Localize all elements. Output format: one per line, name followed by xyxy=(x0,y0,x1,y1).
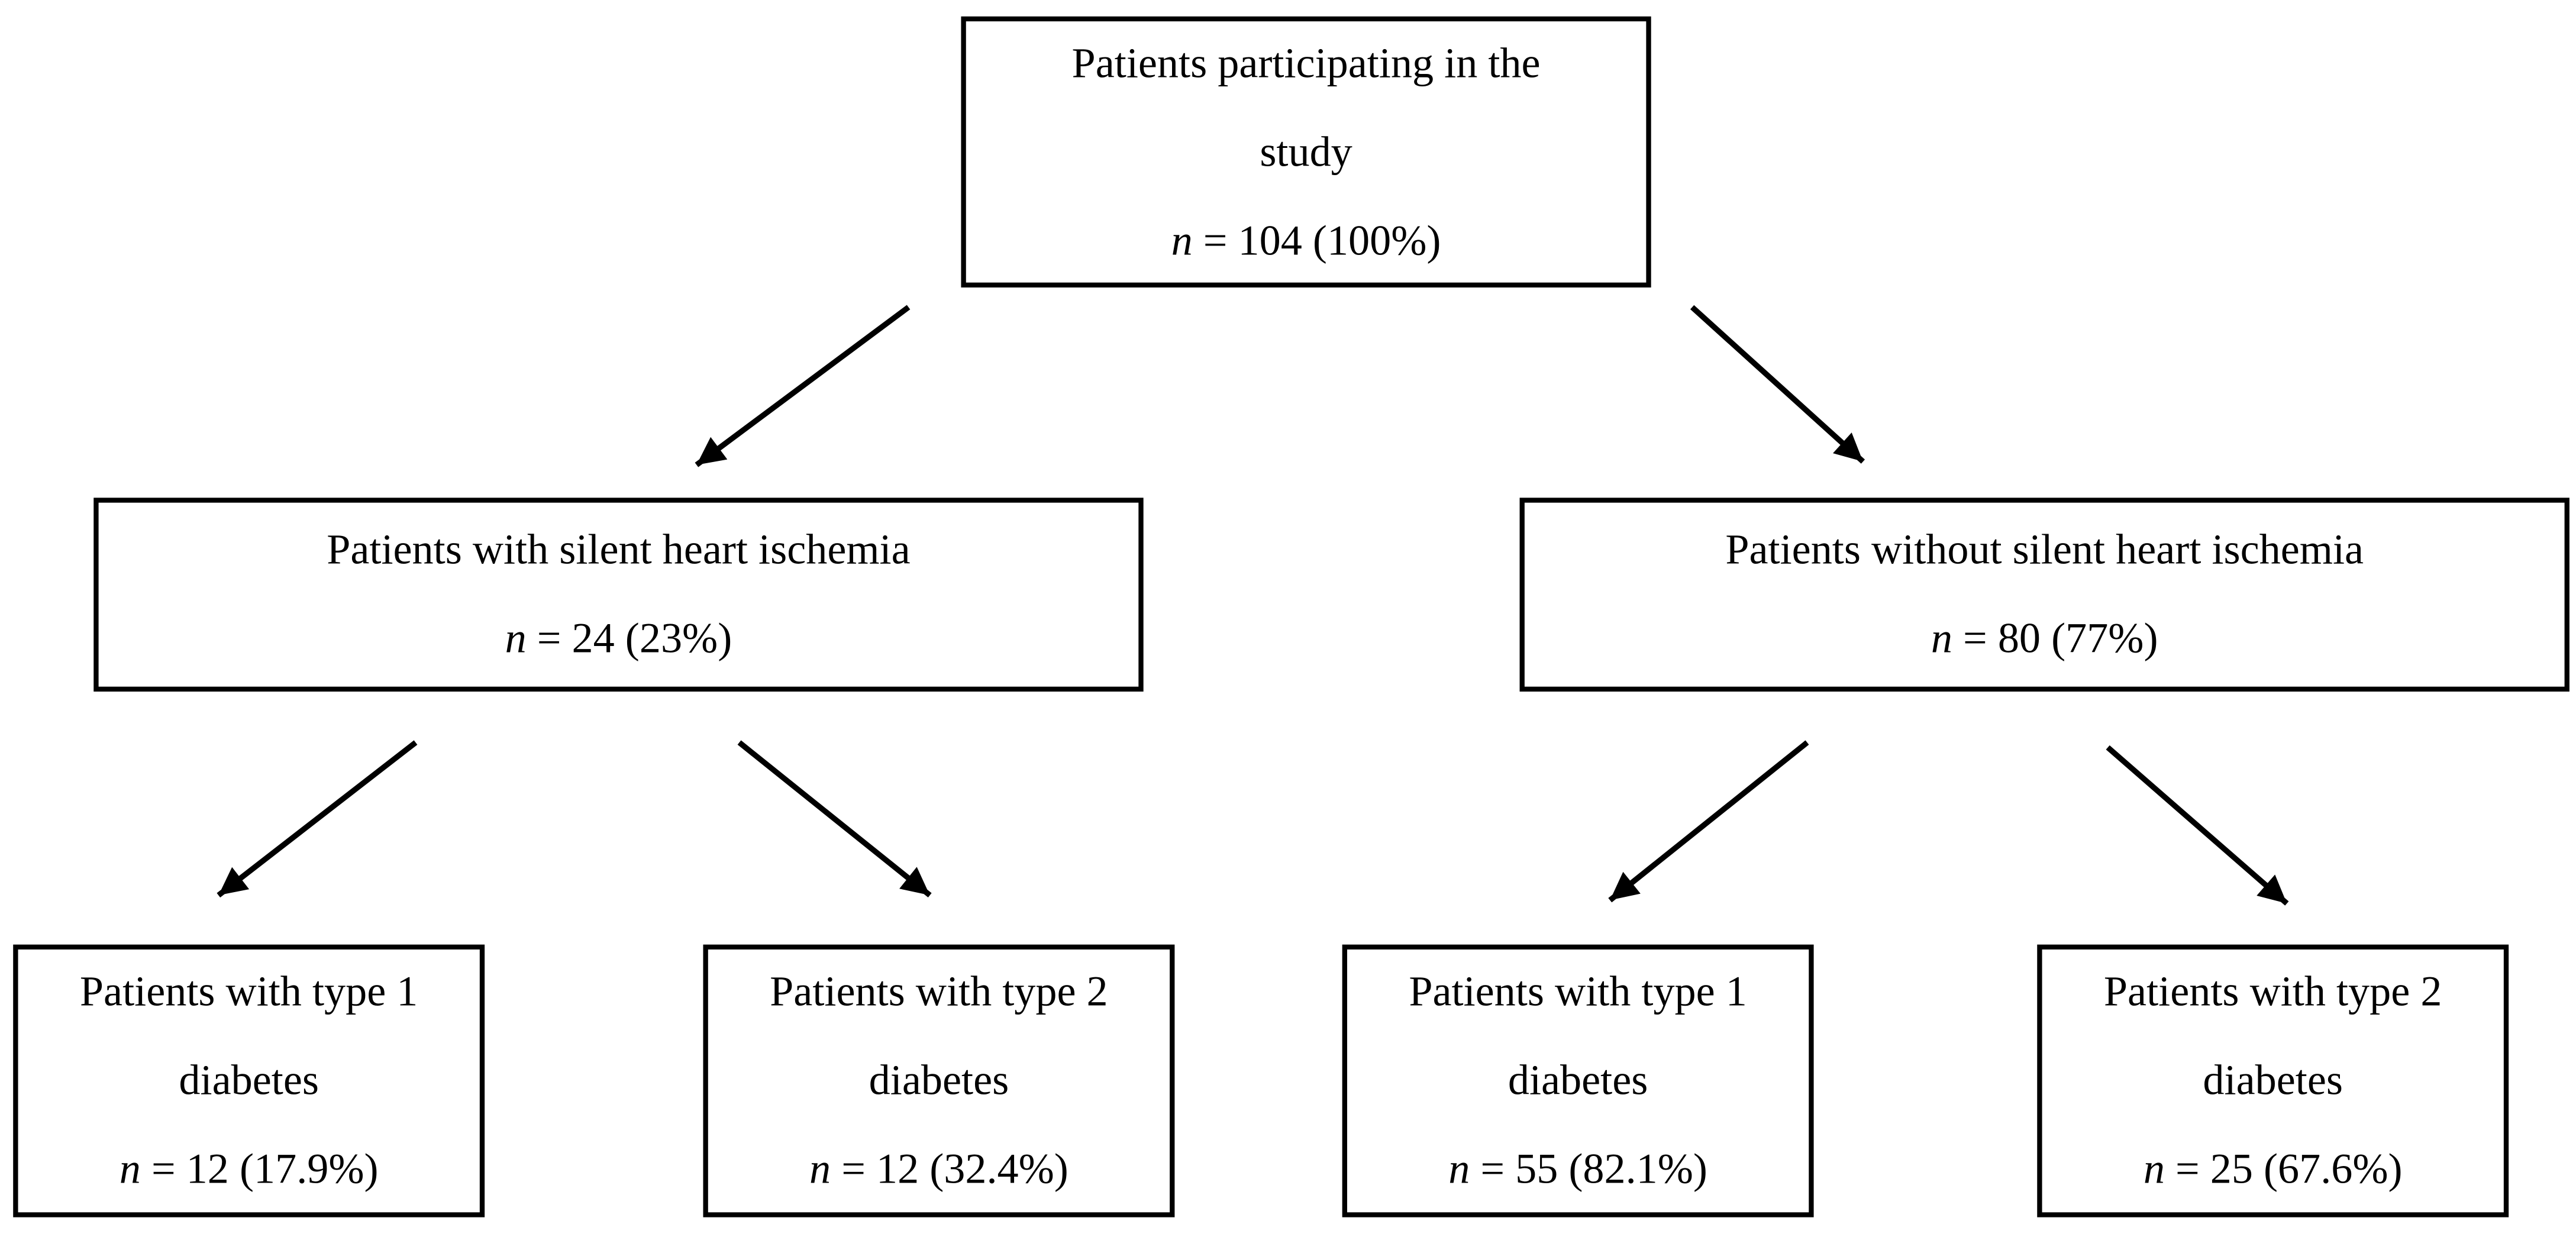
node-stat-line: n = 24 (23%) xyxy=(505,595,732,683)
arrow-ischemia-to-type2 xyxy=(737,740,932,898)
arrow-ischemia-to-type1 xyxy=(217,740,418,898)
node-no-ischemia: Patients without silent heart ischemia n… xyxy=(1519,498,2569,692)
stat-value: = 12 (17.9%) xyxy=(140,1145,379,1193)
node-title-line: Patients with type 1 xyxy=(1409,967,1747,1016)
node-title-line: diabetes xyxy=(179,1056,319,1104)
node-title-line: Patients with silent heart ischemia xyxy=(327,525,911,574)
node-stat-line: n = 80 (77%) xyxy=(1931,595,2158,683)
node-no-ischemia-type1: Patients with type 1 diabetes n = 55 (82… xyxy=(1342,944,1814,1217)
node-ischemia: Patients with silent heart ischemia n = … xyxy=(93,498,1144,692)
stat-value: = 55 (82.1%) xyxy=(1470,1145,1707,1193)
node-title-line: Patients with type 2 xyxy=(770,967,1108,1016)
stat-value: = 80 (77%) xyxy=(1952,614,2158,663)
stat-value: = 25 (67.6%) xyxy=(2164,1145,2403,1193)
node-title-line: diabetes xyxy=(2203,1056,2343,1104)
node-title-line: Patients with type 2 xyxy=(2103,967,2442,1016)
node-title-line: study xyxy=(1260,127,1352,175)
node-stat-line: n = 55 (82.1%) xyxy=(1448,1125,1707,1214)
stat-value: = 24 (23%) xyxy=(526,614,732,663)
arrow-study-to-no-ischemia xyxy=(1690,305,1865,464)
node-title-line: diabetes xyxy=(1507,1056,1648,1104)
stat-value: = 12 (32.4%) xyxy=(831,1145,1069,1193)
node-stat-line: n = 104 (100%) xyxy=(1171,196,1441,285)
node-stat-line: n = 12 (17.9%) xyxy=(120,1125,379,1214)
node-title-line: Patients without silent heart ischemia xyxy=(1725,525,2364,574)
stat-n: n xyxy=(1931,614,1953,663)
node-title-line: Patients participating in the xyxy=(1071,38,1541,86)
node-title-line: Patients with type 1 xyxy=(79,967,418,1016)
stat-n: n xyxy=(809,1145,831,1193)
arrow-no-ischemia-to-type2 xyxy=(2106,745,2289,906)
node-ischemia-type1: Patients with type 1 diabetes n = 12 (17… xyxy=(13,944,485,1217)
stat-n: n xyxy=(505,614,527,663)
stat-value: = 104 (100%) xyxy=(1192,216,1441,264)
stat-n: n xyxy=(1171,216,1193,264)
stat-n: n xyxy=(2143,1145,2165,1193)
node-ischemia-type2: Patients with type 2 diabetes n = 12 (32… xyxy=(703,944,1175,1217)
stat-n: n xyxy=(1448,1145,1470,1193)
node-stat-line: n = 12 (32.4%) xyxy=(809,1125,1069,1214)
arrow-study-to-ischemia xyxy=(695,305,911,467)
node-no-ischemia-type2: Patients with type 2 diabetes n = 25 (67… xyxy=(2037,944,2509,1217)
node-stat-line: n = 25 (67.6%) xyxy=(2144,1125,2403,1214)
node-study: Patients participating in the study n = … xyxy=(961,16,1651,288)
arrow-no-ischemia-to-type1 xyxy=(1608,740,1809,903)
stat-n: n xyxy=(119,1145,141,1193)
node-title-line: diabetes xyxy=(869,1056,1009,1104)
